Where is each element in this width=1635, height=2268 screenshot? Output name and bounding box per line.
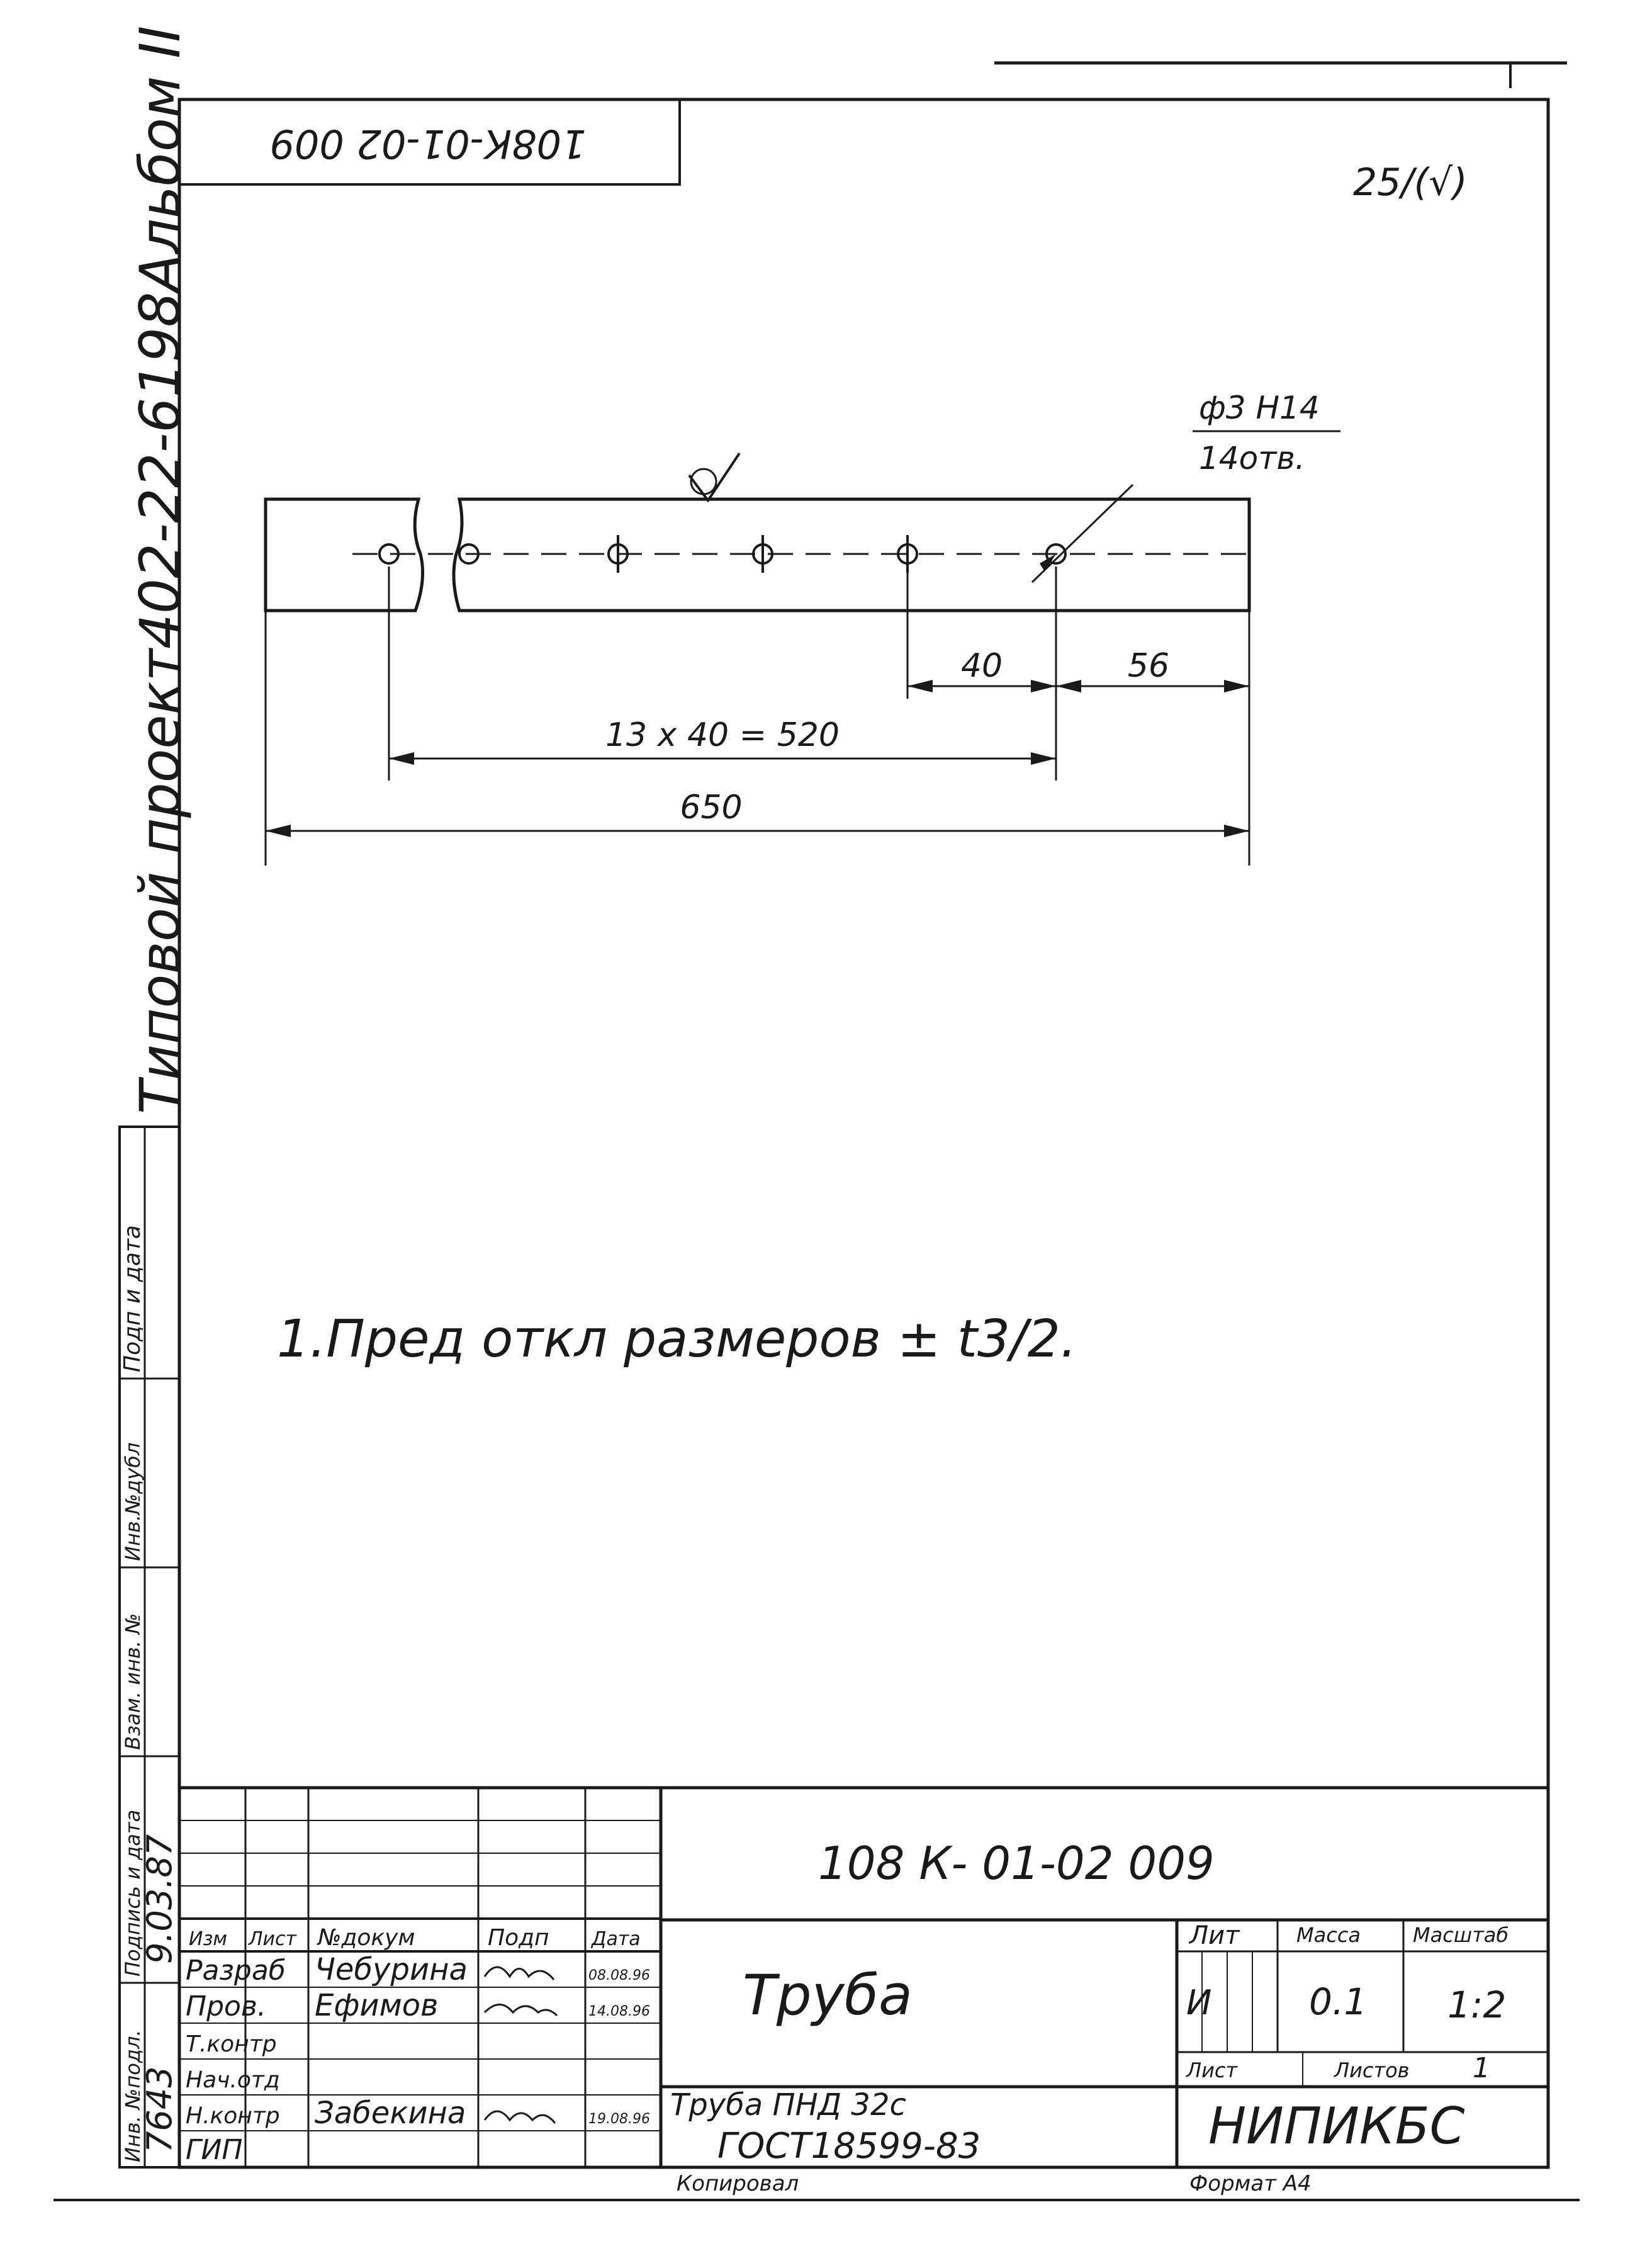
row-name-5: Забекина (315, 2096, 466, 2131)
part-name: Труба (743, 1963, 913, 2028)
footer-format: Формат А4 (1189, 2171, 1312, 2196)
title-block: Изм Лист №докум Подп Дата Разраб Чебурин… (177, 1786, 1550, 2169)
row-name-1: Чебурина (315, 1952, 468, 1987)
col-header-date: Дата (590, 1928, 641, 1950)
row-date-2: 14.08.96 (588, 2004, 650, 2019)
row-name-2: Ефимов (315, 1988, 438, 2023)
hole-note-1: ф3 Н14 (1199, 390, 1320, 426)
organization: НИПИКБС (1208, 2097, 1465, 2155)
col-header-list: Лист (248, 1928, 298, 1950)
strip-label-2: Инв.№дубл (121, 1443, 145, 1561)
header-sheet: Лист (1186, 2058, 1238, 2082)
header-sheets: Листов (1334, 2058, 1410, 2082)
row-date-5: 19.08.96 (588, 2111, 650, 2127)
col-header-izm: Изм (189, 1928, 227, 1950)
row-role-6: ГИП (186, 2134, 243, 2166)
hole-6 (1045, 543, 1067, 565)
row-role-2: Пров. (186, 1990, 266, 2023)
row-role-3: Т.контр (186, 2031, 277, 2057)
roughness-symbol: 25/(√) (1353, 161, 1468, 205)
part-left-segment (264, 497, 425, 612)
corner-stamp: 108К-01-02 009 (178, 98, 681, 186)
signature-1 (483, 1966, 555, 1980)
strip-signature-date: 9.03.87 (140, 1834, 179, 1964)
value-scale: 1:2 (1447, 1983, 1506, 2026)
value-sheets: 1 (1473, 2052, 1490, 2084)
hole-2 (458, 543, 480, 565)
dim-span: 13 х 40 = 520 (605, 716, 840, 754)
dimensions: 40 56 13 х 40 = 520 650 (264, 567, 1250, 866)
designation: 108 К- 01-02 009 (818, 1837, 1215, 1890)
surface-mark (688, 452, 741, 503)
col-header-sign: Подп (488, 1925, 549, 1951)
row-role-5: Н.контр (186, 2103, 280, 2129)
part-right-segment (452, 497, 1251, 612)
strip-label-4: Подпись и дата (121, 1810, 145, 1977)
strip-label-3: Взам. инв. № (121, 1613, 145, 1750)
row-role-4: Нач.отд (186, 2067, 280, 2093)
strip-inv-no: 7643 (140, 2067, 179, 2153)
row-role-1: Разраб (186, 1955, 286, 1987)
strip-label-5: Инв. №подл. (121, 2029, 145, 2162)
dim-edge: 56 (1128, 647, 1169, 685)
corner-stamp-text: 108К-01-02 009 (270, 121, 587, 167)
signature-2 (483, 2004, 558, 2017)
signature-5 (483, 2110, 556, 2124)
strip-label-1: Подп и дата (120, 1225, 145, 1372)
hole-leader (1031, 483, 1134, 584)
dim-pitch: 40 (961, 647, 1003, 685)
hole-1 (378, 543, 400, 565)
side-title: Типовой проект402-22-6198Альбом II (128, 26, 193, 1114)
left-edge-strip: Подп и дата Инв.№дубл Взам. инв. № Подпи… (118, 1126, 181, 2169)
dim-total: 650 (680, 789, 742, 827)
hole-note-2: 14отв. (1199, 440, 1305, 477)
value-mass: 0.1 (1309, 1980, 1367, 2023)
material-line-1: Труба ПНД 32с (670, 2087, 906, 2123)
col-header-doc: №докум (317, 1925, 415, 1951)
header-lit: Лит (1188, 1921, 1240, 1950)
footer-copied: Копировал (677, 2171, 799, 2196)
tolerance-note: 1.Пред откл размеров ± t3/2. (277, 1309, 1077, 1369)
row-date-1: 08.08.96 (588, 1968, 650, 1983)
header-scale: Масштаб (1413, 1923, 1509, 1947)
sheet-frame (53, 61, 1580, 2201)
header-mass: Масса (1296, 1923, 1361, 1947)
part-drawing: ф3 Н14 14отв. (264, 390, 1340, 612)
value-lit: И (1186, 1983, 1211, 2023)
material-line-2: ГОСТ18599-83 (717, 2126, 980, 2167)
